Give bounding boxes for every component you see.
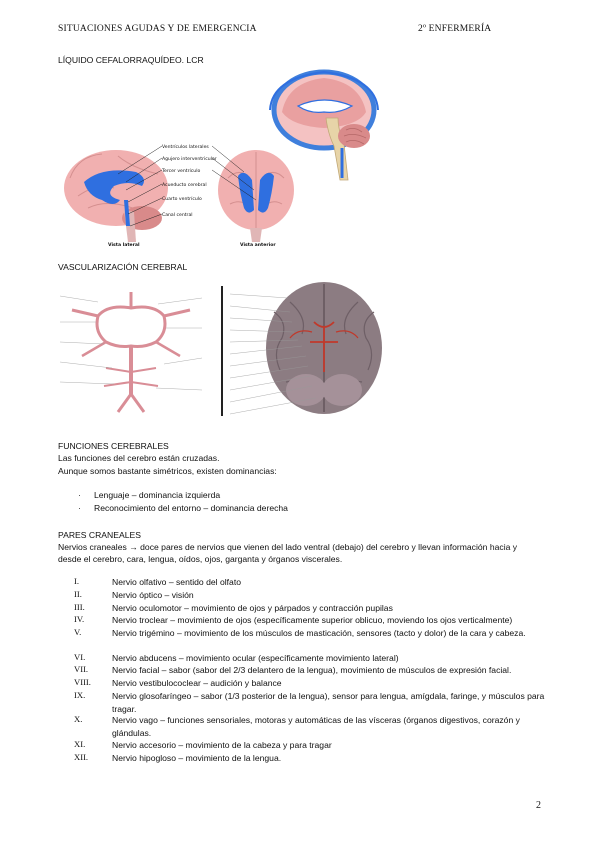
sagittal-brain-figure (269, 69, 379, 181)
header-course: 2º ENFERMERÍA (418, 24, 492, 34)
nerve-number: VII. (74, 664, 89, 674)
label-cerebral-aqueduct: Acueducto cerebral (162, 182, 207, 188)
nerve-item-glossopharyngeal: Nervio glosofaríngeo – sabor (1/3 poster… (112, 691, 545, 714)
nerve-number: I. (74, 576, 80, 586)
nerve-number: X. (74, 714, 83, 724)
nerve-number: IV. (74, 614, 85, 624)
label-anterior-view: Vista anterior (240, 242, 276, 248)
nerve-number: V. (74, 627, 82, 637)
nerve-item-oculomotor: Nervio oculomotor – movimiento de ojos y… (112, 603, 393, 613)
functions-line-2: Aunque somos bastante simétricos, existe… (58, 466, 277, 476)
nerve-number: III. (74, 602, 85, 612)
nerves-intro-2: desde el cerebro, cara, lengua, oídos, o… (58, 554, 343, 564)
page-number: 2 (536, 800, 541, 811)
nerve-number: VIII. (74, 677, 91, 687)
nerve-item-abducens: Nervio abducens – movimiento ocular (esp… (112, 653, 399, 663)
nerve-item-trochlear: Nervio troclear – movimiento de ojos (es… (112, 615, 513, 625)
nerves-intro-1: Nervios craneales → doce pares de nervio… (58, 542, 518, 552)
nerve-number: IX. (74, 690, 86, 700)
bullet-marker: · (78, 503, 81, 513)
label-third-ventricle: Tercer ventrículo (161, 167, 200, 174)
header-title: SITUACIONES AGUDAS Y DE EMERGENCIA (58, 24, 257, 34)
ventricles-figure: Ventrículos laterales Agujero interventr… (64, 143, 294, 248)
functions-line-1: Las funciones del cerebro están cruzadas… (58, 453, 220, 463)
figure-divider (221, 286, 223, 416)
label-central-canal: Canal central (162, 212, 193, 218)
nerve-number: II. (74, 589, 82, 599)
nerve-item-olfactory: Nervio olfativo – sentido del olfato (112, 577, 241, 587)
label-interventricular-foramen: Agujero interventricular (162, 156, 217, 162)
bullet-marker: · (78, 490, 81, 500)
nerve-number: XII. (74, 752, 89, 762)
csf-title: LÍQUIDO CEFALORRAQUÍDEO. LCR (58, 55, 204, 65)
label-fourth-ventricle: Cuarto ventrículo (162, 195, 202, 202)
brain-base-figure (228, 282, 384, 420)
nerve-item-facial: Nervio facial – sabor (sabor del 2/3 del… (112, 665, 512, 675)
nerve-item-optic: Nervio óptico – visión (112, 590, 194, 600)
label-lateral-ventricles: Ventrículos laterales (162, 143, 209, 150)
nerve-item-hypoglossal: Nervio hipogloso – movimiento de la leng… (112, 753, 282, 763)
nerve-item-accessory: Nervio accesorio – movimiento de la cabe… (112, 740, 332, 750)
nerve-item-vestibulocochlear: Nervio vestibulococlear – audición y bal… (112, 678, 282, 688)
nerve-item-vagus: Nervio vago – funciones sensoriales, mot… (112, 715, 520, 738)
nerves-title: PARES CRANEALES (58, 530, 141, 540)
nerve-item-trigeminal: Nervio trigémino – movimiento de los mús… (112, 628, 526, 638)
label-lateral-view: Vista lateral (108, 242, 140, 248)
nerve-number: VI. (74, 652, 86, 662)
vasc-title: VASCULARIZACIÓN CEREBRAL (58, 262, 188, 272)
bullet-language: Lenguaje – dominancia izquierda (94, 490, 221, 500)
bullet-environment: Reconocimiento del entorno – dominancia … (94, 503, 288, 513)
circle-of-willis-figure (58, 282, 204, 418)
nerve-number: XI. (74, 739, 86, 749)
functions-title: FUNCIONES CEREBRALES (58, 441, 169, 451)
